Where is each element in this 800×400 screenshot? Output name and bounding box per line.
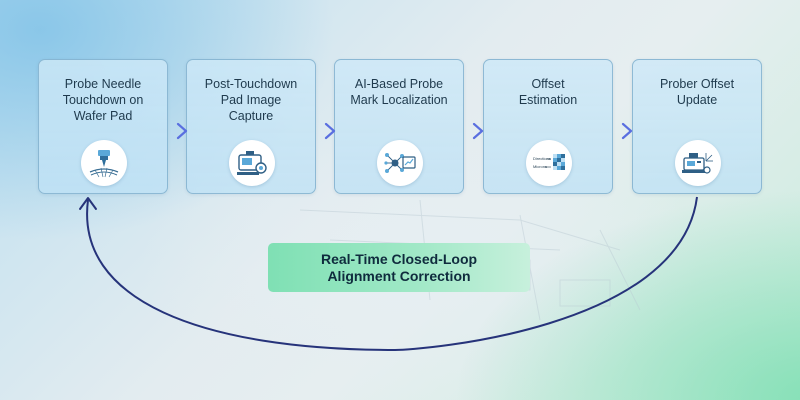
step-card-2: Post-Touchdown Pad Image Capture <box>186 59 316 194</box>
step-card-5: Prober Offset Update <box>632 59 762 194</box>
step-1-label: Probe Needle Touchdown on Wafer Pad <box>62 77 144 123</box>
step-card-4: Offset Estimation Directions Microns <box>483 59 613 194</box>
offset-directions-text: Directions <box>533 156 551 161</box>
step-card-1: Probe Needle Touchdown on Wafer Pad <box>38 59 168 194</box>
step-card-3: AI-Based Probe Mark Localization <box>334 59 464 194</box>
step-3-label: AI-Based Probe Mark Localization <box>350 77 448 107</box>
flow-arrow-3 <box>461 122 484 140</box>
flow-arrow-2 <box>313 122 336 140</box>
neural-network-icon <box>377 140 423 186</box>
camera-imaging-icon <box>229 140 275 186</box>
probe-needle-icon <box>81 140 127 186</box>
flow-arrow-4 <box>610 122 633 140</box>
offset-matrix-icon: Directions Microns <box>526 140 572 186</box>
step-5-label: Prober Offset Update <box>659 77 735 107</box>
step-2-label: Post-Touchdown Pad Image Capture <box>204 77 298 123</box>
closed-loop-badge: Real-Time Closed-Loop Alignment Correcti… <box>268 243 530 292</box>
step-4-label: Offset Estimation <box>518 77 578 107</box>
prober-machine-icon <box>675 140 721 186</box>
flow-arrow-1 <box>165 122 188 140</box>
offset-microns-text: Microns <box>533 164 547 169</box>
